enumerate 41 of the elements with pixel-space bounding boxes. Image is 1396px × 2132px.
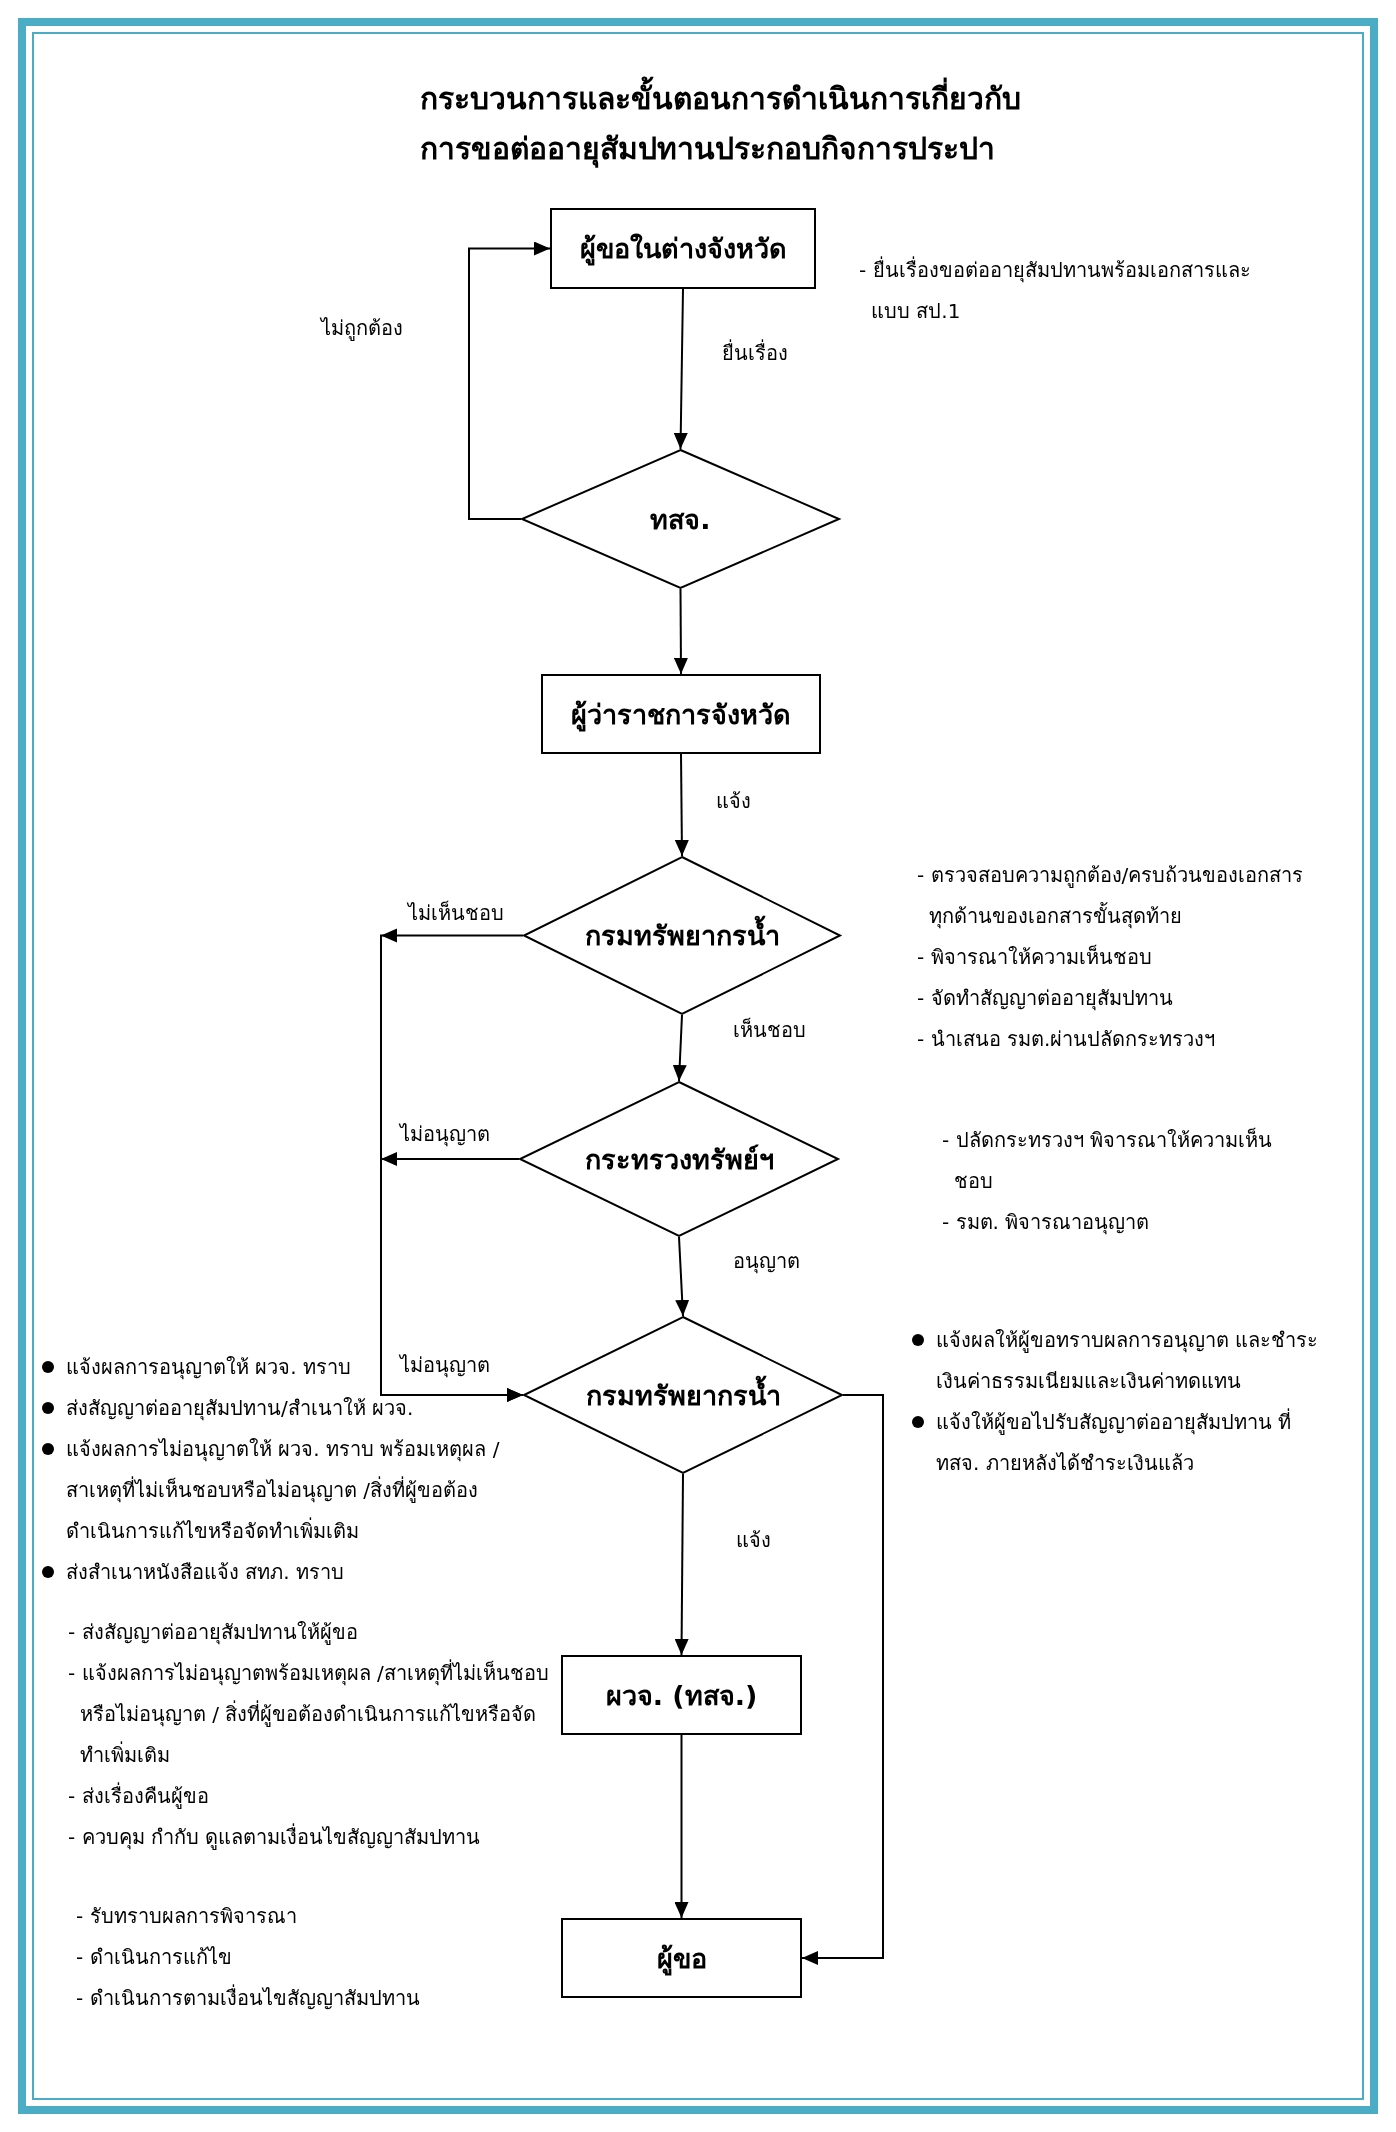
decision-diamond: ทสจ. (521, 449, 840, 589)
arrow (673, 288, 688, 450)
note-text: - ตรวจสอบความถูกต้อง/ครบถ้วนของเอกสารทุกด้านของเอกสารขั้นสุดท้าย (917, 862, 1305, 931)
bullet-item: แจ้งผลให้ผู้ขอทราบผลการอนุญาต และชำระเงินค่าธรรมเนียมและเงินค่าทดแทน (910, 1320, 1320, 1402)
edge-label: ไม่อนุญาต (398, 1121, 492, 1147)
decision-diamond: กระทรวงทรัพย์ฯ (519, 1081, 839, 1237)
process-box: ผู้ขอในต่างจังหวัด (550, 208, 816, 289)
arrow (468, 241, 551, 520)
note-text: - แจ้งผลการไม่อนุญาตพร้อมเหตุผล /สาเหตุที่ไม่เห็นชอบหรือไม่อนุญาต / สิ่งที่ผู้ขอต้องดำเนินการแก้ไขหรือจัดทำเพิ่มเติม (68, 1658, 550, 1769)
arrow (674, 753, 689, 857)
note-text: - ส่งเรื่องคืนผู้ขอ (68, 1781, 210, 1811)
title: กระบวนการและขั้นตอนการดำเนินการเกี่ยวกับ การขอต่ออายุสัมปทานประกอบกิจการประปา (420, 74, 1030, 174)
arrow (673, 588, 688, 675)
line-label: ไม่อนุญาต (398, 1352, 492, 1378)
note-text: - ปลัดกระทรวงฯ พิจารณาให้ความเห็นชอบ (942, 1126, 1272, 1195)
arrow (801, 1394, 884, 1965)
arrow (674, 1734, 689, 1919)
note-text: - พิจารณาให้ความเห็นชอบ (917, 943, 1153, 971)
bullet-item: ส่งสำเนาหนังสือแจ้ง สทภ. ทราบ (40, 1552, 520, 1593)
arrow (672, 1014, 687, 1082)
process-box: ผวจ. (ทสจ.) (561, 1655, 802, 1735)
note-text: - ดำเนินการตามเงื่อนไขสัญญาสัมปทาน (76, 1983, 421, 2012)
arrow (675, 1236, 690, 1317)
note-text: - จัดทำสัญญาต่ออายุสัมปทาน (917, 985, 1174, 1013)
note-text: - ควบคุม กำกับ ดูแลตามเงื่อนไขสัญญาสัมปทาน (68, 1822, 482, 1852)
decision-diamond: กรมทรัพยากรน้ำ (523, 856, 841, 1015)
process-box: ผู้ว่าราชการจังหวัด (541, 674, 821, 754)
bullet-item: ส่งสัญญาต่ออายุสัมปทาน/สำเนาให้ ผวจ. (40, 1388, 520, 1429)
bullet-item: แจ้งผลการไม่อนุญาตให้ ผวจ. ทราบ พร้อมเหตุผล /สาเหตุที่ไม่เห็นชอบหรือไม่อนุญาต /สิ่งที่ผู้ขอต้องดำเนินการแก้ไขหรือจัดทำเพิ่มเติม (40, 1429, 520, 1552)
arrow (674, 1473, 689, 1656)
note-text: - รมต. พิจารณาอนุญาต (942, 1209, 1151, 1237)
note-text: - นำเสนอ รมต.ผ่านปลัดกระทรวงฯ (917, 1026, 1217, 1053)
note-text: - ส่งสัญญาต่ออายุสัมปทานให้ผู้ขอ (68, 1619, 359, 1647)
decision-diamond: กรมทรัพยากรน้ำ (523, 1316, 843, 1474)
note-text: - ดำเนินการแก้ไข (76, 1944, 233, 1971)
note-text: - ยื่นเรื่องขอต่ออายุสัมปทานพร้อมเอกสารและแบบ สป.1 (859, 255, 1252, 325)
edge-label: ไม่ถูกต้อง (319, 315, 405, 341)
arrow (380, 1152, 524, 1402)
process-box: ผู้ขอ (561, 1918, 802, 1998)
note-text: - รับทราบผลการพิจารณา (76, 1903, 298, 1930)
bullet-item: แจ้งให้ผู้ขอไปรับสัญญาต่ออายุสัมปทาน ที่ทสจ. ภายหลังได้ชำระเงินแล้ว (910, 1402, 1320, 1484)
